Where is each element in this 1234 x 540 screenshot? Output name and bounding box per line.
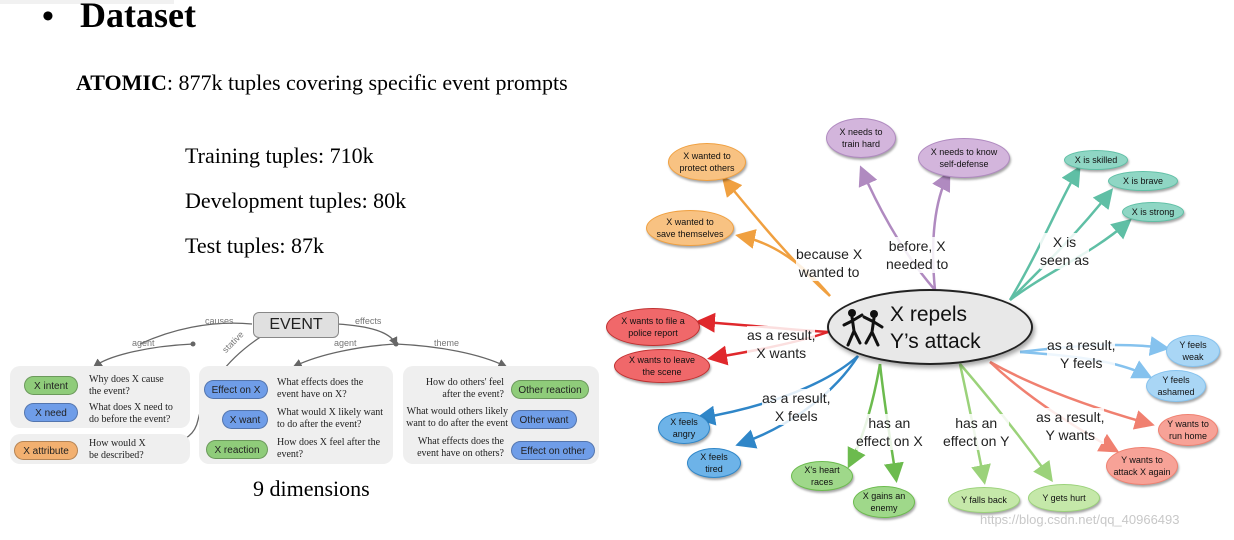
node-heart-races: X's heart races <box>791 461 853 491</box>
pill-x-intent: X intent <box>24 376 78 395</box>
pill-other-reaction: Other reaction <box>511 380 589 399</box>
atomic-name: ATOMIC <box>76 70 167 95</box>
question-x-reaction: How does X feel after the event? <box>277 437 381 460</box>
edge-label-causes: causes <box>205 316 234 326</box>
question-x-want: What would X likely want to do after the… <box>277 407 384 430</box>
center-event-node <box>827 289 1033 365</box>
node-x-is-skilled: X is skilled <box>1064 150 1128 170</box>
node-police-report: X wants to file a police report <box>606 308 700 346</box>
node-save-themselves: X wanted to save themselves <box>646 210 734 246</box>
bullet: • <box>42 0 54 35</box>
node-y-run-home: Y wants to run home <box>1158 414 1218 446</box>
slide-title: Dataset <box>80 0 196 35</box>
relation-because: because X wanted to <box>796 245 863 281</box>
pill-effect-on-x: Effect on X <box>204 380 268 399</box>
question-x-need: What does X need to do before the event? <box>89 402 173 425</box>
top-bar <box>0 0 174 4</box>
pill-effect-on-other: Effect on other <box>511 441 595 460</box>
pill-x-attribute: X attribute <box>14 441 78 460</box>
watermark: https://blog.csdn.net/qq_40966493 <box>980 512 1180 527</box>
relation-effect-on-x: has an effect on X <box>856 414 923 450</box>
pill-x-want: X want <box>222 410 268 429</box>
node-y-feels-ashamed: Y feels ashamed <box>1146 370 1206 402</box>
node-self-defense: X needs to know self-defense <box>918 138 1010 178</box>
node-x-is-brave: X is brave <box>1108 171 1178 191</box>
question-x-intent: Why does X cause the event? <box>89 374 164 397</box>
node-train-hard: X needs to train hard <box>826 118 896 158</box>
question-other-reaction: How do others' feel after the event? <box>425 377 504 400</box>
atomic-line: ATOMIC: 877k tuples covering specific ev… <box>76 70 568 96</box>
relation-as-result-y-feels: as a result, Y feels <box>1047 336 1116 372</box>
center-line-1: X repels <box>890 303 968 326</box>
question-other-want: What would others likely want to do afte… <box>406 406 508 429</box>
question-x-attribute: How would X be described? <box>89 438 146 461</box>
event-node: EVENT <box>253 312 339 338</box>
edge-agent-right <box>292 343 397 368</box>
pill-x-reaction: X reaction <box>206 440 268 459</box>
pill-x-need: X need <box>24 403 78 422</box>
node-y-falls-back: Y falls back <box>948 487 1020 513</box>
edge-effects <box>336 323 398 347</box>
node-protect-others: X wanted to protect others <box>668 143 746 181</box>
question-effect-on-other: What effects does the event have on othe… <box>417 436 504 459</box>
relation-effect-on-y: has an effect on Y <box>943 414 1010 450</box>
relation-x-is: X is seen as <box>1040 233 1090 269</box>
node-leave-scene: X wants to leave the scene <box>614 349 710 383</box>
edge-theme <box>395 343 508 368</box>
node-gains-enemy: X gains an enemy <box>853 486 915 518</box>
training-tuples: Training tuples: 710k <box>185 143 374 168</box>
center-line-2: Y’s attack <box>890 330 981 353</box>
development-tuples: Development tuples: 80k <box>185 188 407 213</box>
edge-label-theme: theme <box>434 338 460 348</box>
node-x-feels-angry: X feels angry <box>658 412 710 444</box>
test-tuples: Test tuples: 87k <box>185 233 325 258</box>
question-effect-on-x: What effects does the event have on X? <box>277 377 364 400</box>
edge-causes <box>139 322 253 345</box>
edge-label-effects: effects <box>355 316 382 326</box>
node-y-feels-weak: Y feels weak <box>1166 335 1220 367</box>
edge-label-agent-left: agent <box>132 338 155 348</box>
relation-as-result-x-wants: as a result, X wants <box>747 326 816 362</box>
atomic-desc: : 877k tuples covering specific event pr… <box>166 70 568 95</box>
relation-as-result-x-feels: as a result, X feels <box>762 389 831 425</box>
pill-other-want: Other want <box>511 410 577 429</box>
dimensions-caption: 9 dimensions <box>253 476 370 501</box>
node-x-feels-tired: X feels tired <box>687 448 741 478</box>
fighting-figures-icon <box>842 309 884 347</box>
edge-agent-left <box>92 343 194 368</box>
node-y-attack-again: Y wants to attack X again <box>1106 447 1178 485</box>
relation-as-result-y-wants: as a result, Y wants <box>1036 408 1105 444</box>
edge-label-agent-right: agent <box>334 338 357 348</box>
relation-before: before, X needed to <box>886 237 949 273</box>
node-y-gets-hurt: Y gets hurt <box>1028 484 1100 512</box>
node-x-is-strong: X is strong <box>1122 202 1184 222</box>
